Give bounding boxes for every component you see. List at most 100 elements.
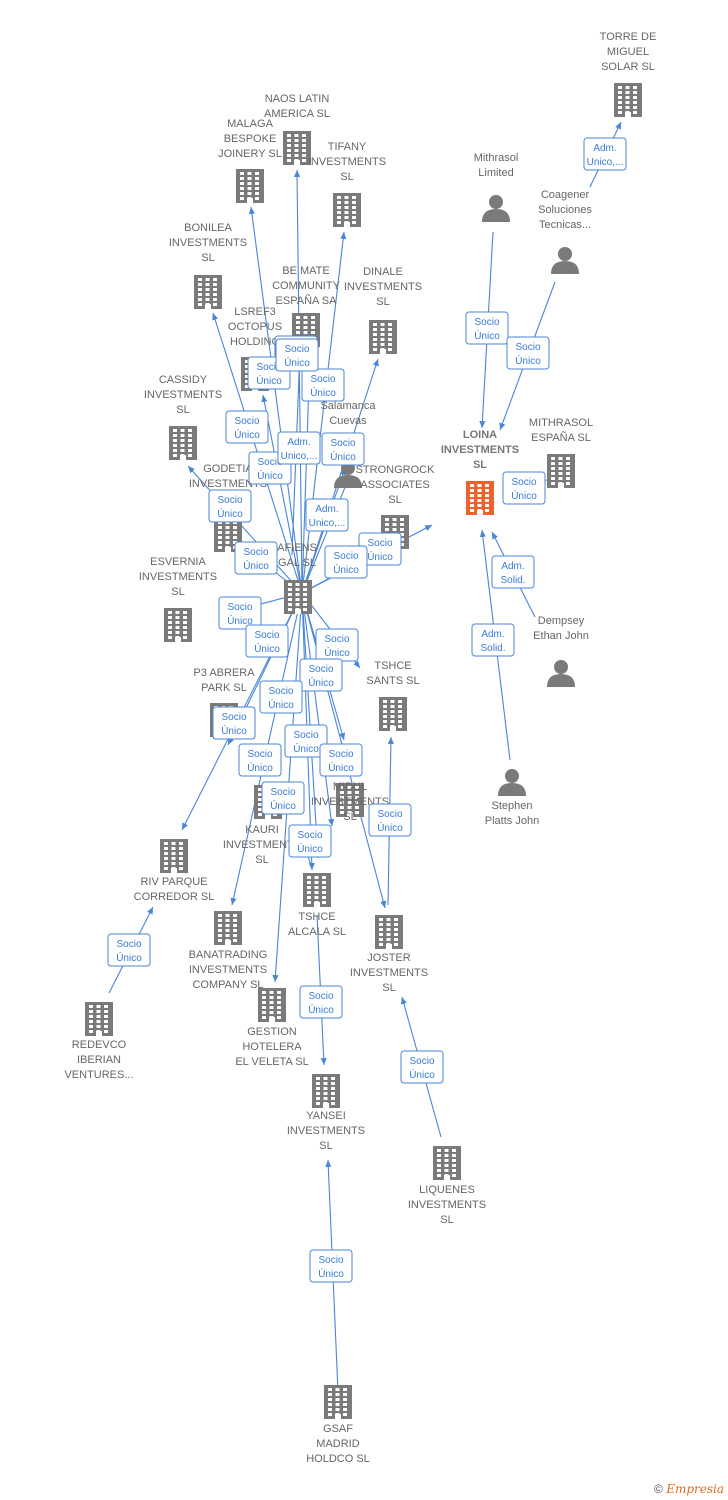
edge-label-box (259, 680, 303, 714)
edge-label-box (234, 541, 278, 575)
node-label-text: STRONGROCK (356, 464, 436, 476)
node-label-text: CORREDOR SL (134, 891, 215, 903)
node-label-text: SL (255, 854, 268, 866)
edge-label-text: Socio (243, 547, 268, 558)
brand-logo-text[interactable]: Empresia (666, 1482, 724, 1496)
edge-label-text: Unico,... (309, 518, 346, 529)
edge-label[interactable]: Adm.Unico,... (583, 137, 627, 171)
node-label-text: ALCALA SL (288, 926, 346, 938)
node-coagener[interactable]: CoagenerSolucionesTecnicas... (538, 189, 592, 274)
edge-label-text: Unico,... (281, 451, 318, 462)
edge-label-box (238, 743, 282, 777)
node-label-text: MIGUEL (607, 46, 649, 58)
node-label-text: EL VELETA SL (235, 1056, 308, 1068)
node-label-text: BE MATE (282, 265, 329, 277)
edge-label-text: Adm. (287, 437, 310, 448)
node-label-text: Tecnicas... (539, 219, 591, 231)
edge-label-text: Único (247, 761, 273, 774)
node-label-text: LIQUENES (419, 1184, 475, 1196)
building-icon (312, 1074, 340, 1108)
edge-line (187, 465, 303, 594)
node-redevco[interactable]: REDEVCOIBERIANVENTURES... (64, 1002, 134, 1081)
edge-label-text: Único (377, 821, 403, 834)
edge-label-text: Único (328, 761, 354, 774)
edge-label-box (321, 432, 365, 466)
node-label-text: Coagener (541, 189, 590, 201)
edge-label[interactable]: Adm.Solid. (491, 555, 535, 589)
edge-label[interactable]: Adm. Unico,... (277, 431, 321, 465)
edge-label[interactable]: Adm.Solid. (471, 623, 515, 657)
edge-label-text: Socio (308, 664, 333, 675)
node-label-text: ESPAÑA SA (276, 294, 338, 307)
edge-label-text: Socio (247, 749, 272, 760)
building-icon (160, 839, 188, 873)
node-label-text: DINALE (363, 266, 403, 278)
node-label-text: GODETIA (203, 463, 253, 475)
edge-label[interactable]: Adm.Unico,... (305, 498, 349, 532)
node-label-text: Soluciones (538, 204, 592, 216)
edge-label-text: Solid. (500, 575, 525, 586)
node-label-text: TORRE DE (600, 31, 657, 43)
node-label-text: REDEVCO (72, 1039, 127, 1051)
node-label-text: SL (340, 171, 353, 183)
node-label-text: SL (376, 296, 389, 308)
edge-label-box (218, 596, 262, 630)
